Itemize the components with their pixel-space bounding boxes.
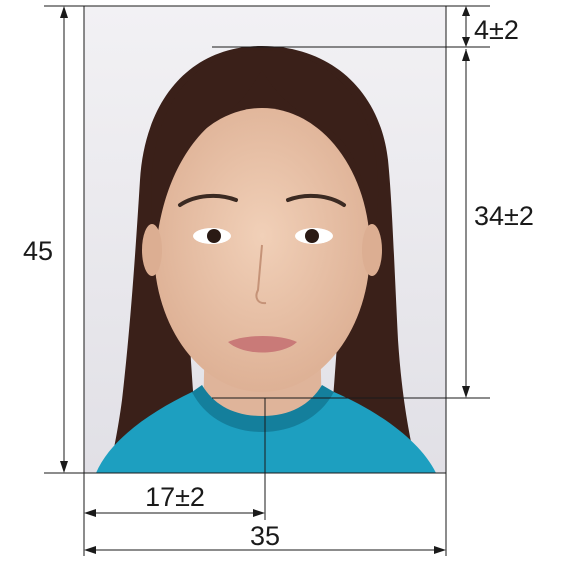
height-label: 45 <box>23 236 53 266</box>
right-ear <box>362 224 382 276</box>
left-eyebrow <box>178 193 238 207</box>
hair-fringe <box>151 50 379 250</box>
right-eyebrow <box>286 193 346 207</box>
shirt <box>96 392 436 473</box>
crown-margin-label: 4±2 <box>474 15 519 45</box>
head-height-label: 34±2 <box>474 201 534 231</box>
left-ear <box>142 224 162 276</box>
width-label: 35 <box>250 521 280 551</box>
nose <box>255 244 267 305</box>
shirt-collar <box>192 385 334 432</box>
portrait-photo <box>84 6 446 473</box>
chin-offset-label: 17±2 <box>145 482 205 512</box>
dimension-lines <box>44 5 490 556</box>
arrowheads <box>60 6 470 554</box>
mouth <box>228 336 297 353</box>
